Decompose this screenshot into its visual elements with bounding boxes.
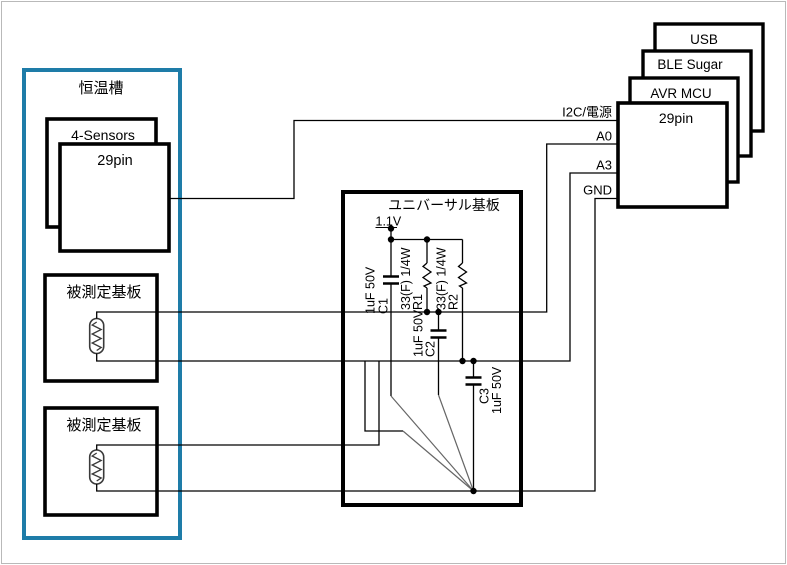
universal-board-box — [341, 190, 523, 507]
wire-a0-net — [96, 143, 618, 319]
pin-label-gnd: GND — [583, 183, 612, 198]
c2-value-label: 1uF 50V — [412, 309, 426, 357]
node-r1-top — [423, 236, 431, 243]
thermostat-chamber-title: 恒温槽 — [78, 80, 123, 97]
c3-value-label: 1uF 50V — [490, 366, 504, 414]
sensor-29pin-label: 29pin — [97, 153, 132, 169]
c1-plates-icon — [383, 275, 399, 285]
usb-label: USB — [690, 32, 718, 47]
r2-value-label: 33(F) 1/4W — [435, 247, 449, 310]
node-r2-bottom — [459, 357, 466, 365]
wire-a3-net — [96, 172, 618, 362]
diag-c1-gnd — [390, 395, 474, 492]
diag-c2-gnd — [437, 394, 475, 492]
dut1-thermistor-zigzag-icon — [90, 321, 103, 352]
node-c2-top — [435, 308, 442, 316]
r2-zigzag-icon — [457, 262, 468, 289]
dut2-box — [43, 406, 159, 517]
node-ground — [470, 487, 477, 495]
wire-dut2-top — [96, 361, 380, 450]
dut2-label: 被測定基板 — [66, 416, 141, 434]
diag-dut1-gnd — [402, 430, 474, 492]
c2-plates-icon — [430, 329, 447, 339]
c3-name-label: C3 — [478, 388, 492, 404]
dut1-box — [43, 273, 159, 383]
node-supply-tap — [387, 225, 395, 232]
pin-label-a0: A0 — [596, 129, 612, 144]
supply-voltage-label: 1.1V — [376, 215, 402, 229]
wire-i2c-power — [169, 119, 618, 200]
node-c3-top — [470, 357, 477, 365]
dut1-label: 被測定基板 — [66, 283, 141, 301]
node-r1-bottom — [423, 308, 431, 316]
pin-label-i2c-power: I2C/電源 — [562, 105, 612, 120]
wire-gnd-net — [96, 197, 618, 492]
avr-mcu-label: AVR MCU — [650, 86, 711, 101]
c2-name-label: C2 — [424, 341, 438, 357]
r1-value-label: 33(F) 1/4W — [399, 247, 413, 310]
pin-label-a3: A3 — [596, 158, 612, 173]
mcu-29pin-box — [616, 101, 729, 209]
four-sensors-label: 4-Sensors — [71, 127, 135, 143]
universal-board-title: ユニバーサル基板 — [388, 197, 500, 213]
dut2-thermistor-zigzag-icon — [90, 452, 103, 482]
wire-dut1-return — [364, 361, 403, 432]
r2-name-label: R2 — [447, 294, 461, 310]
r1-zigzag-icon — [421, 262, 433, 289]
r1-name-label: R1 — [411, 294, 425, 310]
c1-name-label: C1 — [377, 298, 391, 314]
sensor-29pin-box — [58, 142, 171, 253]
c3-plates-icon — [465, 376, 482, 386]
ble-sugar-label: BLE Sugar — [657, 57, 723, 72]
node-c1-top — [387, 236, 395, 243]
c1-value-label: 1uF 50V — [364, 266, 378, 314]
mcu-29pin-label: 29pin — [659, 110, 693, 126]
